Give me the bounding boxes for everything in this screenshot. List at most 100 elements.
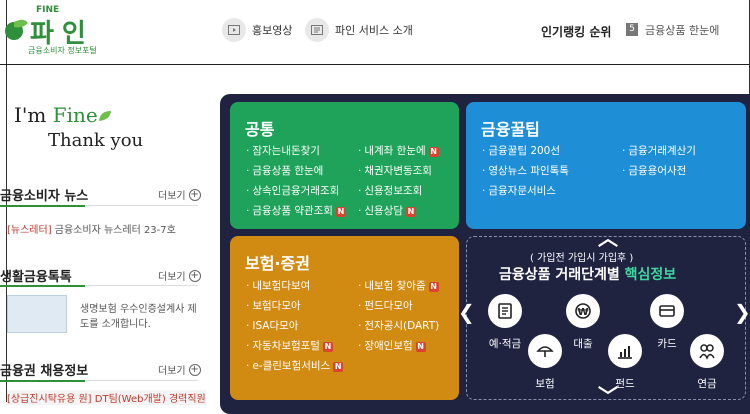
chevron-left-icon[interactable]: ❮ [458,300,475,324]
common-item[interactable]: 상속인금융거래조회 [246,183,339,198]
core-subtitle: ( 가입전 가입시 가입후 ) [530,253,634,264]
bar-chart-icon [618,346,632,359]
tips-item[interactable]: 금융거래계산기 [622,143,696,158]
consumer-news-title: 금융소비자 뉴스 [0,189,89,204]
common-item[interactable]: 신용정보조회 [358,183,422,198]
credit-card-icon [659,305,675,317]
promo-video-button[interactable]: 홍보영상 [222,17,292,43]
tips-item[interactable]: 영상뉴스 파인톡톡 [482,163,569,178]
logo-fine-text: FINE [36,5,60,15]
new-badge: N [405,207,416,217]
news-text: 금융소비자 뉴스레터 23-7호 [51,225,176,236]
section-accent [0,285,85,287]
logo-main-text: 파인 [30,19,94,49]
tips-item[interactable]: 금융용어사전 [622,163,686,178]
insurance-item[interactable]: 보험다모아 [246,298,300,313]
job-item-link[interactable]: [상급진시탁유용 원] DT팀(Web개발) 경력직원 [7,390,206,405]
promo-video-label: 홍보영상 [252,24,293,37]
pension-button[interactable] [690,334,724,368]
service-intro-button[interactable]: 파인 서비스 소개 [305,17,413,43]
service-intro-label: 파인 서비스 소개 [335,24,413,37]
chevron-up-icon[interactable]: ︿ [598,226,618,250]
insurance-label: 보험 [535,378,555,390]
umbrella-icon [536,346,554,357]
insurance-item[interactable]: 펀드다모아 [358,298,412,313]
new-badge: N [333,362,344,372]
section-divider [0,285,198,287]
core-title: 금융상품 거래단계별 핵심정보 [499,264,676,284]
ranking-number: 5 [626,23,638,36]
logo-subtitle: 금융소비자 정보포털 [28,46,97,55]
job-info-more-button[interactable]: 더보기+ [158,362,201,377]
common-item[interactable]: 잠자는내돈찾기 [246,143,320,158]
new-badge: N [322,342,333,352]
plus-icon: + [188,188,201,201]
svg-text:₩: ₩ [577,307,588,318]
tips-title: 금융꿀팁 [481,120,540,139]
common-item[interactable]: 채권자변동조회 [358,163,432,178]
bankbook-icon [498,303,512,319]
life-finance-talk-title: 생활금융톡톡 [0,270,72,285]
chevron-right-icon[interactable]: ❯ [734,300,750,324]
common-item[interactable]: 금융상품 한눈에 [246,163,323,178]
life-finance-more-button[interactable]: 더보기+ [158,268,201,283]
new-badge: N [428,147,439,157]
elderly-couple-icon [699,344,715,360]
more-label: 더보기 [158,191,186,202]
common-title: 공통 [245,120,275,139]
more-label: 더보기 [158,272,186,283]
talk-thumbnail[interactable] [7,295,67,333]
new-badge: N [335,207,346,217]
leaf-icon [5,19,28,40]
pension-label: 연금 [697,378,717,390]
new-badge: N [415,342,426,352]
fund-button[interactable] [608,334,642,368]
new-badge: N [428,282,439,292]
ranking-item-link[interactable]: 금융상품 한눈에 [645,24,720,37]
news-item-link[interactable]: [뉴스레터] 금융소비자 뉴스레터 23-7호 [7,221,176,236]
section-accent [0,380,85,382]
news-tag: [뉴스레터] [7,225,52,236]
leaf-icon [98,111,111,121]
more-label: 더보기 [158,366,186,377]
section-divider [0,380,198,382]
insurance-item[interactable]: 내보험다보여 [246,278,310,293]
play-icon [222,18,246,42]
plus-icon: + [188,269,201,282]
won-coin-icon: ₩ [575,303,591,319]
intro-thank-you: Thank you [48,130,144,151]
deposit-label: 예·적금 [488,338,522,350]
tips-item[interactable]: 금융꿀팁 200선 [482,143,560,158]
plus-icon: + [188,363,201,376]
section-divider [0,205,198,207]
core-title-main: 금융상품 거래단계별 [499,267,625,283]
deposit-button[interactable] [488,294,522,328]
document-icon [305,18,329,42]
intro-im: I'm [14,103,53,127]
tips-item[interactable]: 금융자문서비스 [482,183,556,198]
insurance-item[interactable]: ISA다모아 [246,318,298,333]
intro-fine: Fine [52,103,98,127]
talk-text-link[interactable]: 생명보험 우수인증설계사 제도를 소개합니다. [80,304,197,330]
card-button[interactable] [650,294,684,328]
loan-label: 대출 [573,338,593,350]
loan-button[interactable]: ₩ [566,294,600,328]
intro-heading: I'm Fine [14,103,112,127]
job-info-title: 금융권 채용정보 [0,364,89,379]
insurance-title: 보험·증권 [245,254,310,273]
consumer-news-more-button[interactable]: 더보기+ [158,187,201,202]
core-title-highlight: 핵심정보 [624,267,677,283]
ranking-title: 인기랭킹 순위 [541,25,612,39]
insurance-button[interactable] [528,334,562,368]
insurance-item[interactable]: 전자공시(DART) [358,318,439,333]
core-info-box [466,236,746,400]
card-label: 카드 [657,338,677,350]
fine-logo[interactable]: FINE 파인 금융소비자 정보포털 [0,5,110,55]
